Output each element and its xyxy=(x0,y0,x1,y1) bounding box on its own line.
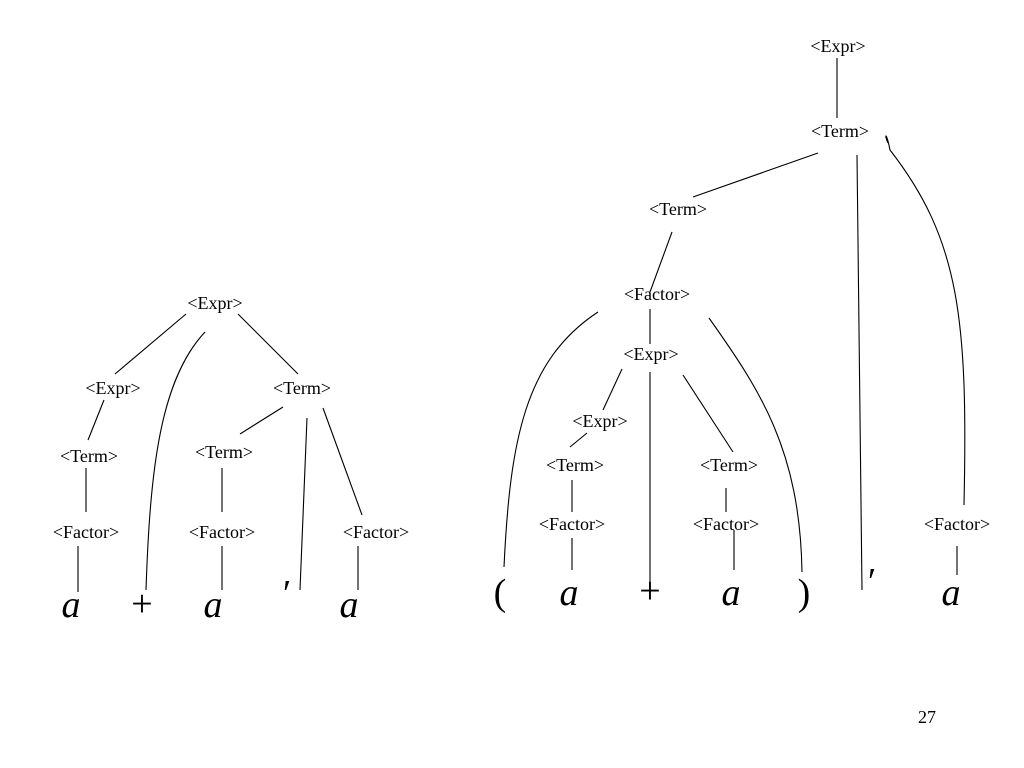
edge xyxy=(569,432,588,448)
term-node: <Term> xyxy=(811,121,869,141)
expr-node: <Expr> xyxy=(572,411,627,431)
edge xyxy=(503,311,599,568)
token-a: a xyxy=(62,584,81,626)
factor-node: <Factor> xyxy=(693,514,759,534)
left-parse-tree: <Expr> <Expr> <Term> <Term> <Term> <Fact… xyxy=(53,293,409,626)
token-times: ′ xyxy=(868,561,876,603)
expr-node: <Expr> xyxy=(810,36,865,56)
edge xyxy=(649,231,673,293)
token-a: a xyxy=(722,572,741,614)
expr-node: <Expr> xyxy=(187,293,242,313)
edge xyxy=(299,417,308,591)
token-rparen: ) xyxy=(798,572,811,614)
edge xyxy=(322,407,363,516)
edge xyxy=(856,154,863,591)
token-plus: + xyxy=(639,570,660,612)
term-node: <Term> xyxy=(195,442,253,462)
token-a: a xyxy=(560,572,579,614)
expr-node: <Expr> xyxy=(85,378,140,398)
factor-node: <Factor> xyxy=(343,522,409,542)
edge xyxy=(237,313,299,375)
term-node: <Term> xyxy=(546,455,604,475)
left-tree-edges xyxy=(77,313,363,592)
expr-node: <Expr> xyxy=(623,344,678,364)
right-parse-tree: <Expr> <Term> <Term> <Factor> <Expr> <Ex… xyxy=(494,36,990,614)
edge xyxy=(239,406,284,435)
term-node: <Term> xyxy=(700,455,758,475)
token-times: ′ xyxy=(283,573,291,615)
edge xyxy=(885,135,966,506)
factor-node: <Factor> xyxy=(189,522,255,542)
edge xyxy=(114,313,187,375)
edge xyxy=(87,399,105,441)
token-lparen: ( xyxy=(494,572,507,614)
term-node: <Term> xyxy=(273,378,331,398)
token-a: a xyxy=(942,572,961,614)
term-node: <Term> xyxy=(649,199,707,219)
token-a: a xyxy=(204,584,223,626)
edge xyxy=(708,317,803,573)
factor-node: <Factor> xyxy=(924,514,990,534)
edge xyxy=(145,331,206,591)
token-a: a xyxy=(340,584,359,626)
right-tree-edges xyxy=(503,58,966,591)
token-plus: + xyxy=(131,583,152,625)
page-number: 27 xyxy=(918,707,936,727)
edge xyxy=(602,368,623,411)
factor-node: <Factor> xyxy=(539,514,605,534)
factor-node: <Factor> xyxy=(624,284,690,304)
term-node: <Term> xyxy=(60,446,118,466)
factor-node: <Factor> xyxy=(53,522,119,542)
edge xyxy=(682,374,734,453)
edge xyxy=(692,152,819,198)
